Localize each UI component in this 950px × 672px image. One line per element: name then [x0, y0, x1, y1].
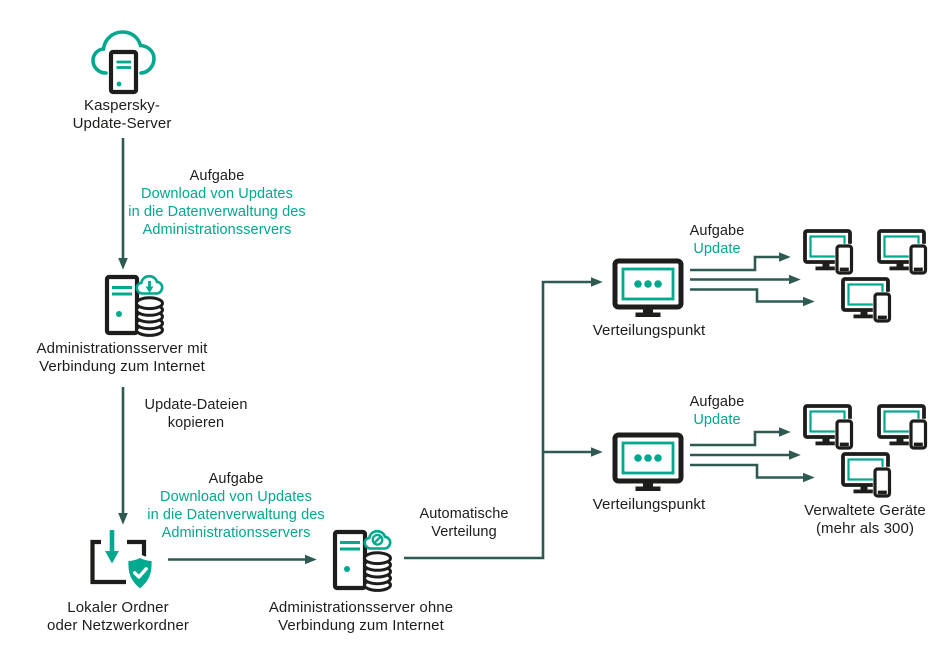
edge-line: Update-Dateien: [144, 397, 248, 413]
auto-distribution-label: Automatische Verteilung: [419, 505, 508, 541]
admin-server-online-label: Administrationsserver mit Verbindung zum…: [37, 340, 208, 376]
managed-device-icon: [803, 229, 857, 276]
label-line: oder Netzwerkordner: [47, 617, 189, 634]
edge-title: Aufgabe: [189, 168, 245, 184]
copy-updates-label: Update-Dateien kopieren: [145, 396, 248, 432]
edge-title: Aufgabe: [689, 394, 745, 410]
edge-line: Update: [693, 412, 741, 428]
label-line: Administrationsserver ohne: [268, 599, 454, 616]
edge-line: Download von Updates: [160, 489, 312, 505]
managed-device-icon: [841, 452, 895, 499]
label-line: Verbindung zum Internet: [278, 617, 444, 634]
update-server-label: Kaspersky- Update-Server: [73, 97, 172, 133]
download-task-bottom-label: Aufgabe Download von Updates in die Date…: [147, 470, 325, 542]
edge-line: Download von Updates: [141, 186, 293, 202]
update-task-bottom-label: Aufgabe Update: [690, 393, 745, 429]
edge-line: kopieren: [167, 415, 225, 431]
edge-title: Aufgabe: [208, 471, 264, 487]
edge-line: Automatische: [419, 506, 509, 522]
distribution-point-bottom-label: Verteilungspunkt: [593, 496, 706, 514]
label-line: Update-Server: [72, 115, 172, 132]
label-line: Administrationsserver mit: [36, 340, 208, 357]
update-task-top-label: Aufgabe Update: [690, 222, 745, 258]
label-line: Verwaltete Geräte: [804, 502, 926, 519]
label-line: Verbindung zum Internet: [39, 358, 205, 375]
edge-line: Update: [693, 241, 741, 257]
edge-line: Administrationsservers: [161, 525, 311, 541]
download-task-top-label: Aufgabe Download von Updates in die Date…: [128, 167, 306, 239]
admin-server-offline-icon: [331, 526, 393, 592]
local-folder-label: Lokaler Ordner oder Netzwerkordner: [47, 599, 189, 635]
label-line: Lokaler Ordner: [67, 599, 169, 616]
distribution-point-monitor-icon: [611, 258, 685, 318]
admin-server-online-icon: [103, 271, 165, 337]
edge-title: Aufgabe: [689, 223, 745, 239]
managed-device-icon: [877, 404, 931, 451]
edge-line: Verteilung: [431, 524, 497, 540]
managed-device-icon: [841, 277, 895, 324]
distribution-point-monitor-icon: [611, 432, 685, 492]
label-line: Verteilungspunkt: [592, 322, 706, 339]
edge-line: in die Datenverwaltung des: [147, 507, 325, 523]
label-line: Kaspersky-: [83, 97, 161, 114]
managed-device-icon: [803, 404, 857, 451]
distribution-point-top-label: Verteilungspunkt: [593, 322, 706, 340]
managed-device-icon: [877, 229, 931, 276]
edge-line: in die Datenverwaltung des: [128, 204, 306, 220]
cloud-server-icon: [90, 28, 158, 96]
managed-devices-label: Verwaltete Geräte (mehr als 300): [804, 502, 926, 538]
label-line: Verteilungspunkt: [592, 496, 706, 513]
label-line: (mehr als 300): [815, 520, 915, 537]
local-folder-shield-icon: [86, 526, 156, 594]
edge-line: Administrationsservers: [142, 222, 292, 238]
admin-server-offline-label: Administrationsserver ohne Verbindung zu…: [269, 599, 453, 635]
